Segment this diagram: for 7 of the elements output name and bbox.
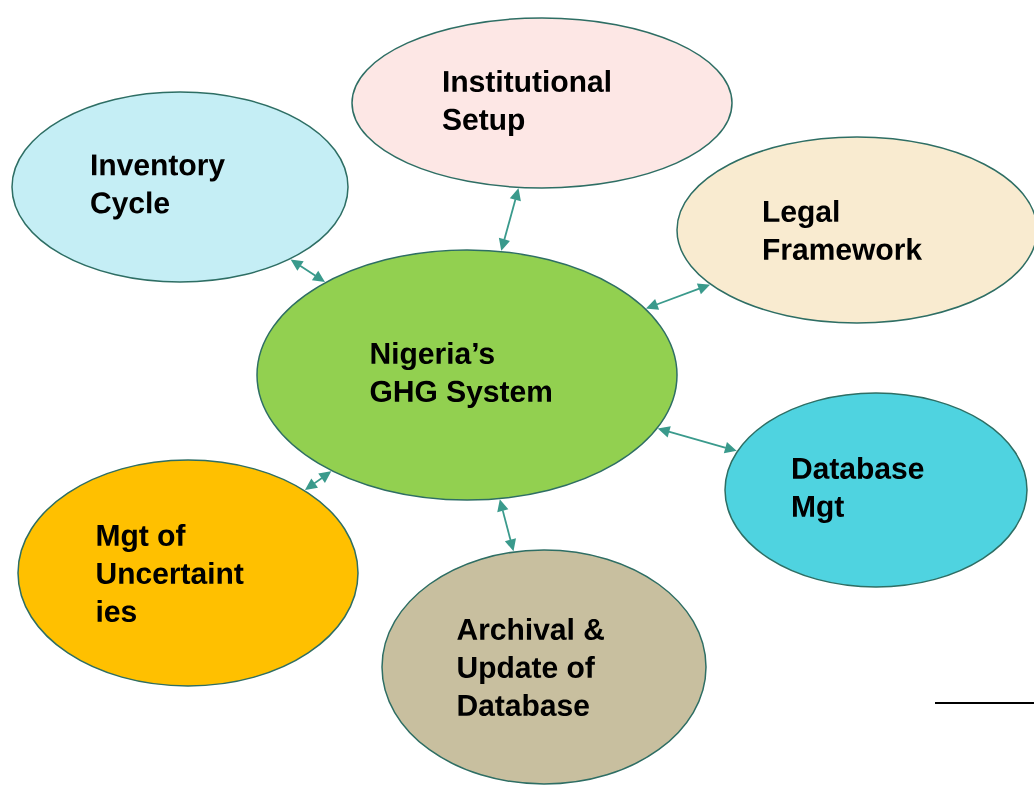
ellipse-node: Archival & Update of Database [381,549,707,785]
ellipse-node: Inventory Cycle [11,91,349,283]
ellipse-node: Institutional Setup [351,17,733,189]
ellipse-node: Legal Framework [676,136,1034,324]
ellipse-node: Nigeria’s GHG System [256,249,678,501]
ellipse-node: Mgt of Uncertaint ies [17,459,359,687]
ellipse-node: Database Mgt [724,392,1028,588]
